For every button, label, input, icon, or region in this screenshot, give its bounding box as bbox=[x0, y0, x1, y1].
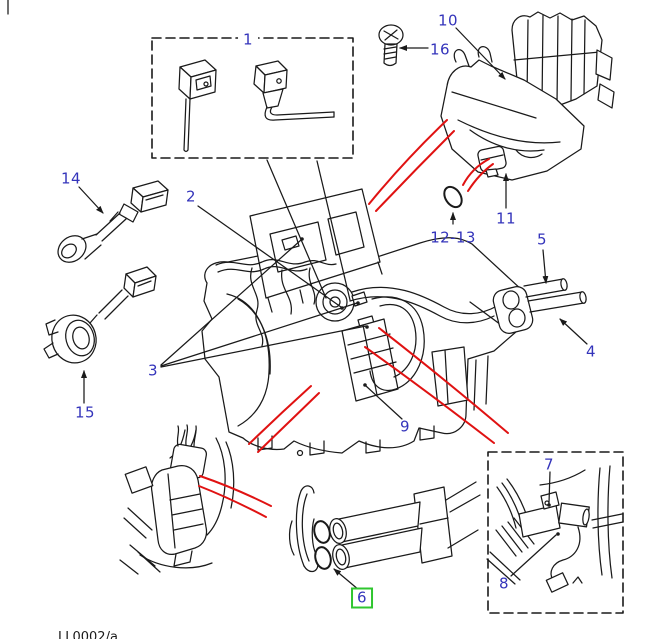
connector-part-11 bbox=[477, 145, 507, 178]
callout-label-10[interactable]: 10 bbox=[438, 11, 458, 30]
temp-sensor-part-14 bbox=[57, 180, 169, 263]
callout-label-9[interactable]: 9 bbox=[400, 417, 410, 436]
callout-label-5[interactable]: 5 bbox=[537, 230, 547, 249]
callout-label-7[interactable]: 7 bbox=[544, 455, 554, 474]
wiring-harness bbox=[215, 235, 376, 347]
callout-label-3[interactable]: 3 bbox=[148, 361, 158, 380]
o-ring-upper bbox=[313, 520, 331, 544]
sensor-part-7-8 bbox=[518, 491, 590, 593]
callout-label-2[interactable]: 2 bbox=[186, 187, 196, 206]
flap-motor-assembly-part-10 bbox=[440, 11, 615, 181]
heater-pipes-parts-4-5 bbox=[349, 278, 587, 334]
red-pointer-curves bbox=[198, 119, 509, 518]
inset-box-parts-7-8 bbox=[486, 451, 624, 614]
temp-sensor-straight-probe bbox=[178, 59, 217, 153]
pipe-part-4 bbox=[527, 291, 587, 313]
temp-sensor-bent-probe bbox=[253, 60, 335, 121]
heater-core-pipes-part-6 bbox=[288, 481, 481, 573]
callout-label-6-highlighted[interactable]: 6 bbox=[351, 587, 373, 609]
o-ring-lower bbox=[314, 546, 332, 570]
callout-label-11[interactable]: 11 bbox=[496, 209, 516, 228]
callout-label-8[interactable]: 8 bbox=[499, 574, 509, 593]
callout-leader-lines bbox=[78, 27, 588, 591]
callout-label-4[interactable]: 4 bbox=[586, 342, 596, 361]
in-situ-view-lower-left bbox=[119, 424, 235, 575]
drawing-reference: LL0002/a bbox=[58, 630, 118, 639]
callout-label-14[interactable]: 14 bbox=[61, 169, 81, 188]
callout-label-15[interactable]: 15 bbox=[75, 403, 95, 422]
callout-label-1[interactable]: 1 bbox=[238, 32, 258, 48]
inset-box-sensors-part-1 bbox=[151, 37, 354, 159]
rotary-sensor-part-15 bbox=[43, 266, 157, 364]
callout-label-12-13[interactable]: 12-13 bbox=[430, 228, 476, 247]
o-ring-part-12-13 bbox=[443, 185, 463, 209]
pipe-part-5 bbox=[523, 278, 568, 298]
callout-label-16[interactable]: 16 bbox=[430, 40, 450, 59]
heater-unit-assembly bbox=[201, 188, 524, 457]
screw-part-16 bbox=[378, 24, 404, 67]
